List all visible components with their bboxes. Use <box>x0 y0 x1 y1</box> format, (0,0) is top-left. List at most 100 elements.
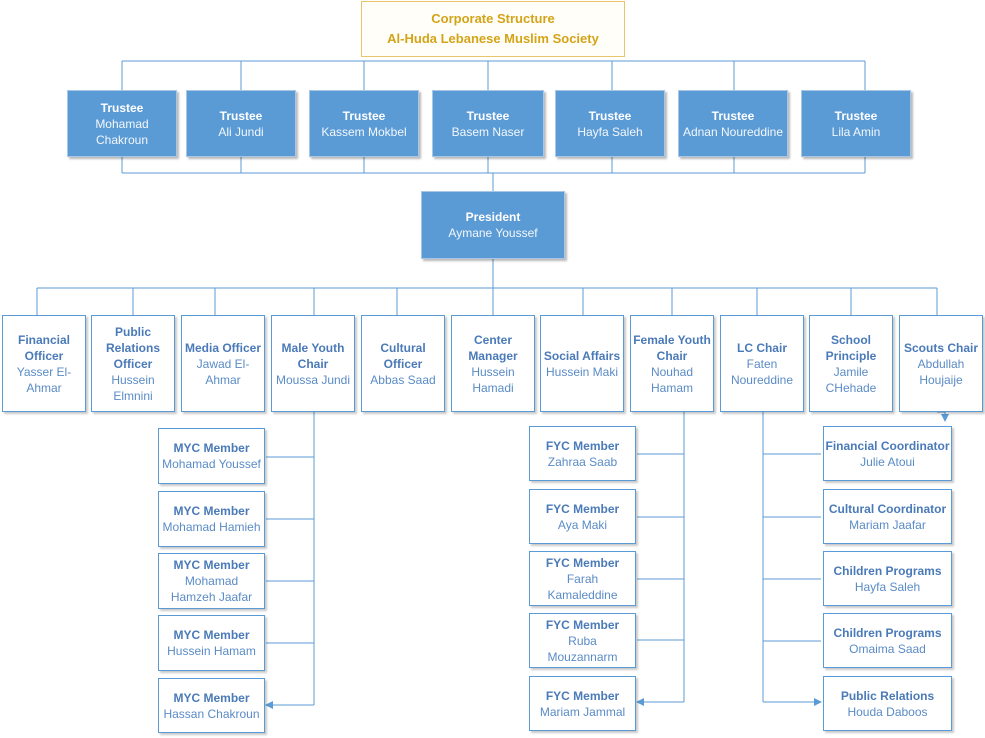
officer-name: Hussein Hamadi <box>471 364 515 395</box>
officer-box-public-relations: Public Relations Officer Hussein Elmnini <box>91 315 175 412</box>
trustee-role: Trustee <box>342 108 386 123</box>
trustee-name: Adnan Noureddine <box>682 124 784 139</box>
officer-name: Abdullah Houjaije <box>917 356 965 387</box>
officer-name: Faten Noureddine <box>730 356 794 387</box>
myc-member-box: MYC Member Mohamad Youssef <box>158 428 265 484</box>
officer-box-scouts: Scouts Chair Abdullah Houjaije <box>899 315 983 412</box>
officer-role: Public Relations Officer <box>105 324 160 371</box>
coordinator-box: Public Relations Houda Daboos <box>823 676 952 731</box>
trustee-role: Trustee <box>219 108 263 123</box>
coordinator-name: Houda Daboos <box>847 704 928 719</box>
president-name: Aymane Youssef <box>448 226 538 240</box>
coordinator-role: Children Programs <box>833 563 942 578</box>
member-name: Ruba Mouzannarm <box>547 633 618 664</box>
officer-name: Hussein Elmnini <box>111 372 155 403</box>
coordinator-box: Cultural Coordinator Mariam Jaafar <box>823 489 952 544</box>
coordinator-box: Children Programs Hayfa Saleh <box>823 551 952 606</box>
trustee-name: Kassem Mokbel <box>321 124 407 139</box>
member-role: FYC Member <box>545 688 620 703</box>
member-name: Mohamad Hamieh <box>162 520 261 534</box>
member-name: Mohamad Youssef <box>162 457 261 471</box>
trustee-name: Ali Jundi <box>218 124 264 139</box>
coordinator-name: Hayfa Saleh <box>854 579 921 594</box>
officer-name: Hussein Maki <box>545 364 619 379</box>
president-box: President Aymane Youssef <box>421 191 565 259</box>
trustee-name: Basem Naser <box>451 124 525 139</box>
officer-role: Male Youth Chair <box>281 340 345 371</box>
coordinator-role: Cultural Coordinator <box>828 501 947 516</box>
member-name: Aya Maki <box>557 517 608 532</box>
officer-name: Moussa Jundi <box>275 372 351 387</box>
trustee-box: Trustee Mohamad Chakroun <box>67 90 177 157</box>
officer-box-lc-chair: LC Chair Faten Noureddine <box>720 315 804 412</box>
officer-role: LC Chair <box>736 340 787 355</box>
officer-box-cultural: Cultural Officer Abbas Saad <box>361 315 445 412</box>
president-role: President <box>465 210 521 224</box>
trustee-role: Trustee <box>711 108 755 123</box>
officer-box-media: Media Officer Jawad El-Ahmar <box>181 315 265 412</box>
title-box: Corporate Structure Al-Huda Lebanese Mus… <box>361 1 625 57</box>
officer-box-male-youth: Male Youth Chair Moussa Jundi <box>271 315 355 412</box>
member-name: Hassan Chakroun <box>163 706 260 721</box>
trustee-box: Trustee Lila Amin <box>801 90 911 157</box>
member-role: FYC Member <box>545 501 620 516</box>
trustee-role: Trustee <box>466 108 510 123</box>
title-line1: Corporate Structure <box>431 11 555 26</box>
fyc-member-box: FYC Member Mariam Jammal <box>529 676 636 731</box>
member-name: Mohamad Hamzeh Jaafar <box>170 574 253 604</box>
officer-role: Financial Officer <box>17 332 70 363</box>
member-role: FYC Member <box>545 555 620 570</box>
fyc-member-box: FYC Member Farah Kamaleddine <box>529 551 636 606</box>
myc-member-box: MYC Member Hussein Hamam <box>158 615 265 671</box>
trustee-name: Mohamad Chakroun <box>95 116 149 147</box>
myc-member-box: MYC Member Mohamad Hamieh <box>158 491 265 547</box>
fyc-member-box: FYC Member Ruba Mouzannarm <box>529 613 636 668</box>
trustee-box: Trustee Ali Jundi <box>186 90 296 157</box>
coordinator-box: Financial Coordinator Julie Atoui <box>823 426 952 481</box>
member-role: MYC Member <box>173 504 250 518</box>
officer-role: Cultural Officer <box>380 340 426 371</box>
officer-role: Scouts Chair <box>903 340 978 355</box>
coordinator-name: Omaima Saad <box>849 641 926 656</box>
officer-role: Media Officer <box>184 340 262 355</box>
officer-name: Nouhad Hamam <box>650 364 694 395</box>
trustee-role: Trustee <box>834 108 878 123</box>
trustee-role: Trustee <box>588 108 632 123</box>
myc-member-box: MYC Member Hassan Chakroun <box>158 678 265 733</box>
coordinator-role: Financial Coordinator <box>825 438 950 453</box>
coordinator-box: Children Programs Omaima Saad <box>823 613 952 668</box>
member-name: Farah Kamaleddine <box>547 571 618 602</box>
officer-name: Abbas Saad <box>370 372 436 387</box>
trustee-name: Hayfa Saleh <box>577 124 643 139</box>
officer-box-school: School Principle Jamile CHehade <box>809 315 893 412</box>
coordinator-role: Children Programs <box>833 625 942 640</box>
member-role: MYC Member <box>173 558 250 572</box>
officer-box-female-youth: Female Youth Chair Nouhad Hamam <box>630 315 714 412</box>
officer-name: Jawad El-Ahmar <box>196 356 250 387</box>
officer-role: Social Affairs <box>543 348 621 363</box>
myc-member-box: MYC Member Mohamad Hamzeh Jaafar <box>158 553 265 609</box>
trustee-box: Trustee Adnan Noureddine <box>678 90 788 157</box>
title-line2: Al-Huda Lebanese Muslim Society <box>387 31 599 46</box>
officer-name: Yasser El-Ahmar <box>16 364 72 395</box>
officer-role: School Principle <box>825 332 877 363</box>
officer-role: Center Manager <box>468 332 518 363</box>
member-name: Mariam Jammal <box>539 704 626 719</box>
coordinator-role: Public Relations <box>840 688 935 703</box>
coordinator-name: Mariam Jaafar <box>849 517 926 532</box>
coordinator-name: Julie Atoui <box>860 454 915 469</box>
officer-box-financial: Financial Officer Yasser El-Ahmar <box>2 315 86 412</box>
member-role: MYC Member <box>173 628 250 642</box>
member-role: FYC Member <box>545 438 620 453</box>
trustee-role: Trustee <box>100 100 144 115</box>
fyc-member-box: FYC Member Zahraa Saab <box>529 426 636 481</box>
trustee-box: Trustee Kassem Mokbel <box>309 90 419 157</box>
trustee-name: Lila Amin <box>831 124 881 139</box>
officer-name: Jamile CHehade <box>825 364 877 395</box>
member-role: MYC Member <box>173 441 250 455</box>
member-role: MYC Member <box>173 690 250 705</box>
officer-box-social-affairs: Social Affairs Hussein Maki <box>540 315 624 412</box>
member-name: Hussein Hamam <box>167 644 256 658</box>
trustee-box: Trustee Basem Naser <box>432 90 544 157</box>
